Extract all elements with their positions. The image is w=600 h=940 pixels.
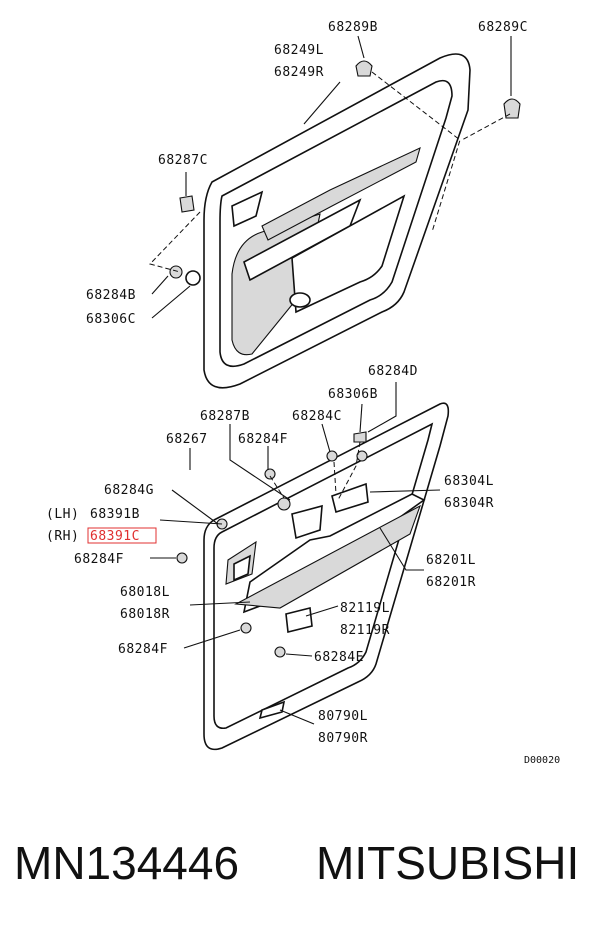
brand-name: MITSUBISHI <box>316 837 580 889</box>
label-68201R: 68201R <box>426 575 476 590</box>
label-80790L: 80790L <box>318 709 368 724</box>
upper-door-trim-panel <box>149 35 521 389</box>
label-68391C-highlighted: 68391C <box>90 529 140 544</box>
label-68287B: 68287B <box>200 409 250 424</box>
label-68249R: 68249R <box>274 65 324 80</box>
label-68018R: 68018R <box>120 607 170 622</box>
label-68304L: 68304L <box>444 474 494 489</box>
label-68306C: 68306C <box>86 312 136 327</box>
label-68284C: 68284C <box>292 409 342 424</box>
label-68306B: 68306B <box>328 387 378 402</box>
label-68289C: 68289C <box>478 20 528 35</box>
label-68284G: 68284G <box>104 483 154 498</box>
door-trim-diagram: 68289B 68289C 68249L 68249R 68287C 68284… <box>46 20 560 766</box>
label-80790R: 80790R <box>318 731 368 746</box>
label-68391B: 68391B <box>90 507 140 522</box>
label-68284F-mid: 68284F <box>74 552 124 567</box>
label-68284F-low: 68284F <box>118 642 168 657</box>
label-68284E: 68284E <box>314 650 364 665</box>
label-68289B: 68289B <box>328 20 378 35</box>
diagram-code: D00020 <box>524 755 560 766</box>
label-68018L: 68018L <box>120 585 170 600</box>
callout-labels: 68289B 68289C 68249L 68249R 68287C 68284… <box>46 20 560 766</box>
label-82119L: 82119L <box>340 601 390 616</box>
label-68284F-top: 68284F <box>238 432 288 447</box>
label-68287C: 68287C <box>158 153 208 168</box>
label-68284D: 68284D <box>368 364 418 379</box>
label-rh-prefix: (RH) <box>46 529 79 544</box>
footer: MN134446 MITSUBISHI <box>0 826 600 916</box>
lower-door-trim-panel <box>150 382 450 751</box>
label-68249L: 68249L <box>274 43 324 58</box>
part-number: MN134446 <box>14 837 240 889</box>
label-82119R: 82119R <box>340 623 390 638</box>
label-68284B: 68284B <box>86 288 136 303</box>
label-lh-prefix: (LH) <box>46 507 79 522</box>
label-68267: 68267 <box>166 432 208 447</box>
label-68304R: 68304R <box>444 496 494 511</box>
highlight-box <box>87 527 157 544</box>
label-68201L: 68201L <box>426 553 476 568</box>
